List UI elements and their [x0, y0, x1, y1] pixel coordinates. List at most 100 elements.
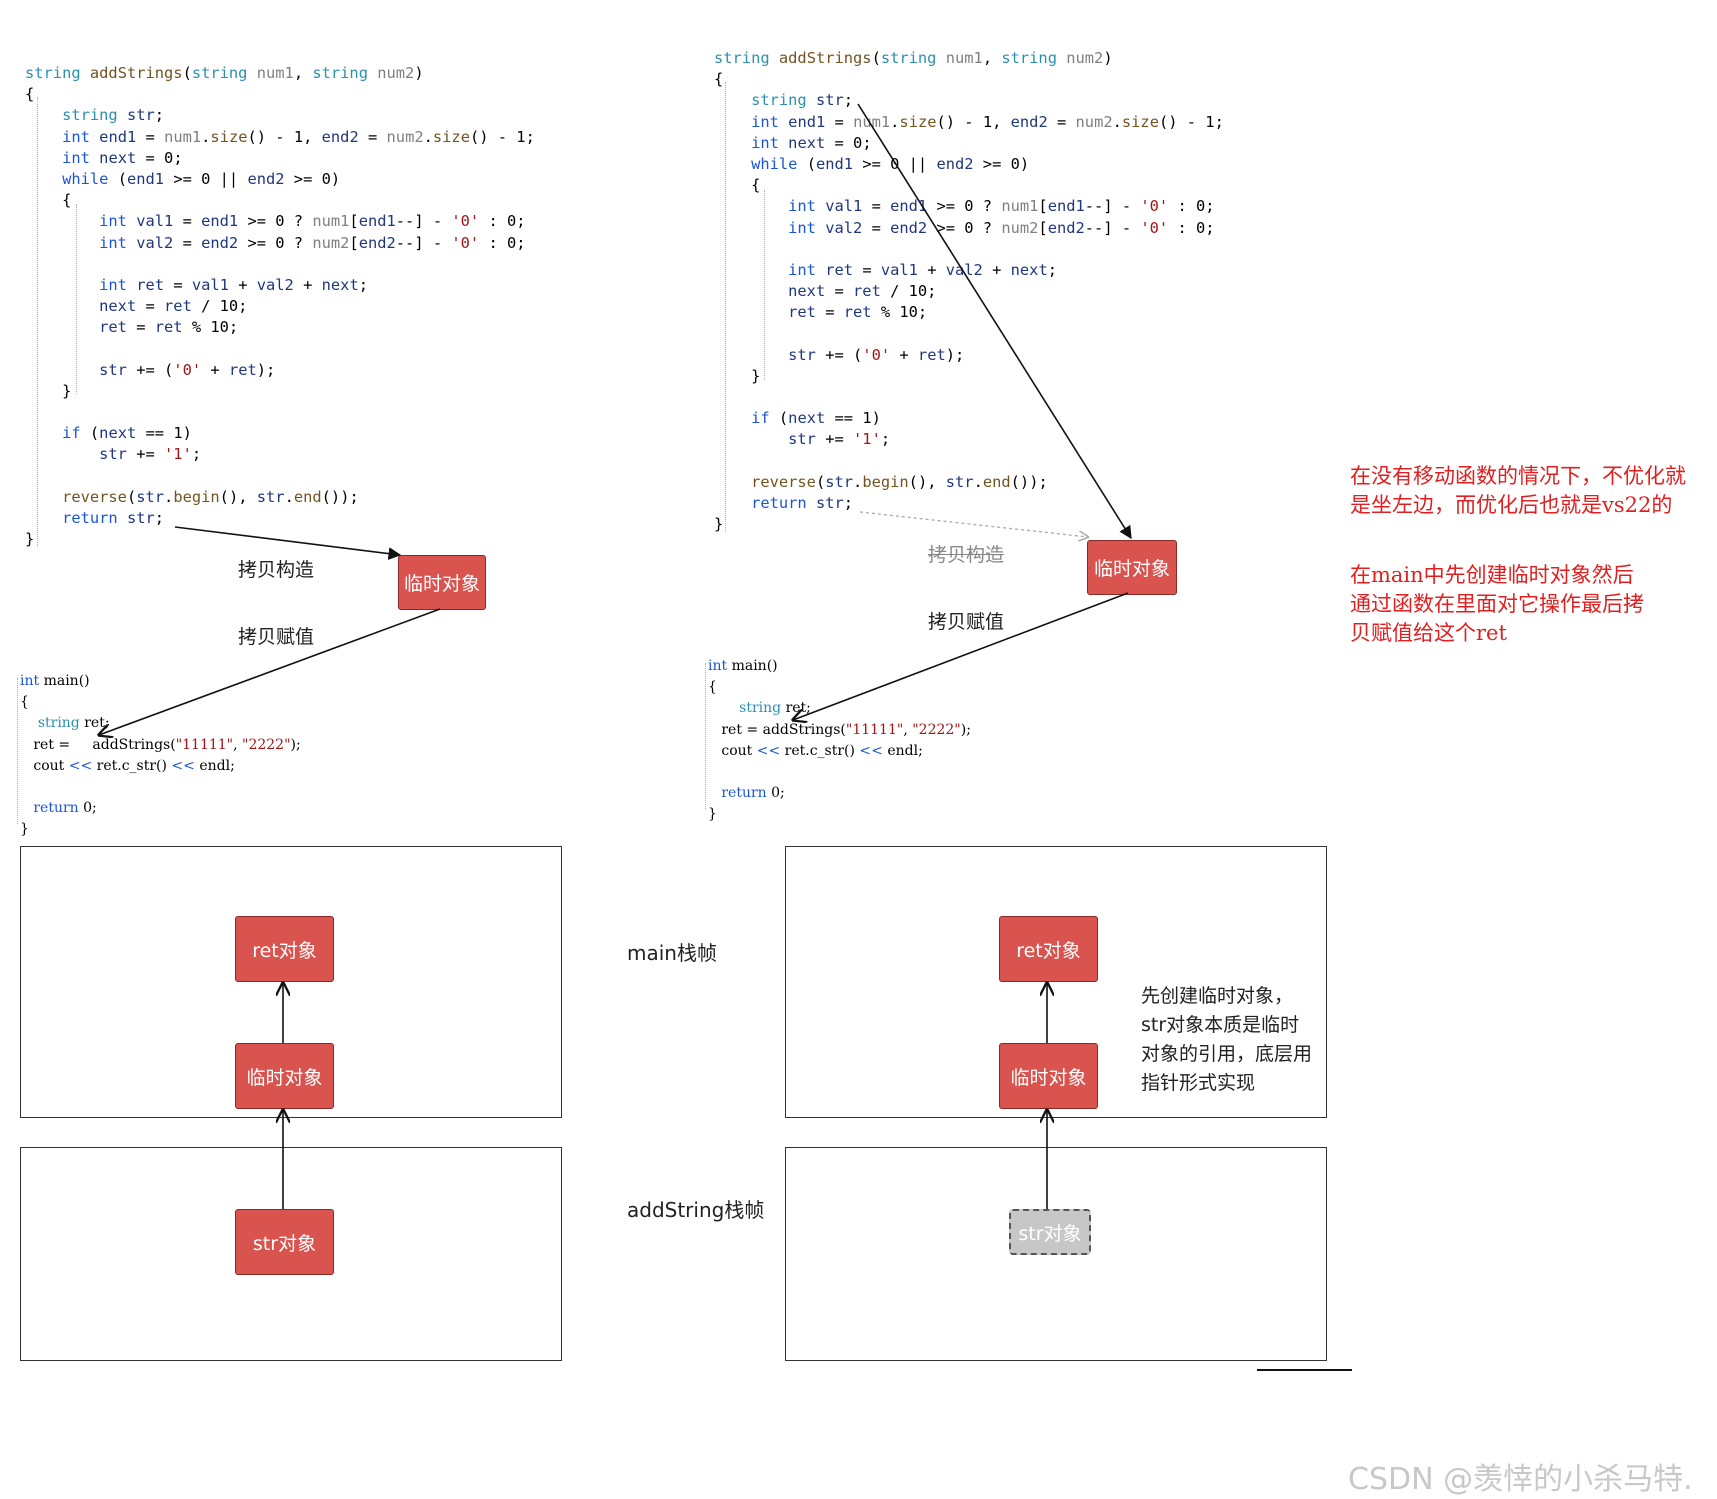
- code-token: [127, 234, 136, 252]
- code-line: reverse(str.begin(), str.end());: [25, 487, 535, 508]
- code-token: = 0;: [136, 148, 183, 167]
- code-token: () - 1;: [469, 127, 535, 146]
- code-token: }: [708, 806, 717, 823]
- code-token: ret: [843, 303, 872, 322]
- code-token: size: [432, 127, 470, 146]
- code-token: =: [853, 260, 881, 279]
- code-token: ;: [843, 91, 854, 110]
- code-line: int end1 = num1.size() - 1, end2 = num2.…: [714, 112, 1224, 133]
- code-token: ret: [917, 345, 946, 364]
- code-token: int: [62, 148, 90, 167]
- code-token: num2: [386, 127, 424, 146]
- code-token: [25, 212, 99, 230]
- code-token: [25, 149, 62, 167]
- code-token: return: [33, 800, 79, 817]
- code-line: str += '1';: [25, 444, 535, 465]
- code-line: string ret;: [20, 714, 301, 735]
- code-token: (: [80, 424, 100, 443]
- code-token: [714, 219, 788, 237]
- code-line: if (next == 1): [25, 423, 535, 444]
- code-token: ,: [903, 721, 913, 738]
- code-token: str: [825, 472, 854, 491]
- code-token: (: [871, 49, 881, 67]
- code-token: [714, 197, 788, 215]
- code-line: {: [714, 175, 1224, 196]
- code-token: =: [825, 112, 854, 131]
- code-token: [25, 170, 62, 188]
- code-token: int: [99, 275, 127, 294]
- copy-construct-label: 拷贝构造: [238, 559, 315, 581]
- code-line: return str;: [25, 508, 535, 529]
- code-token: ;: [154, 508, 165, 527]
- code-token: }: [25, 381, 72, 400]
- code-token: [118, 106, 127, 124]
- code-token: [: [1038, 218, 1048, 237]
- code-token: >= 0 ?: [927, 197, 1002, 216]
- code-token: endl;: [194, 757, 235, 774]
- code-token: .: [853, 472, 863, 491]
- stack-note: 先创建临时对象，str对象本质是临时对象的引用，底层用指针形式实现: [1141, 985, 1313, 1094]
- code-line: }: [20, 820, 301, 841]
- code-token: while: [751, 154, 798, 173]
- code-token: {: [708, 679, 717, 696]
- code-token: +: [293, 275, 322, 294]
- code-token: str: [136, 487, 165, 506]
- code-token: num1: [945, 49, 983, 67]
- code-token: next: [321, 275, 359, 294]
- code-token: .: [423, 127, 433, 146]
- code-line: [25, 254, 535, 275]
- code-token: : 0;: [1168, 218, 1215, 237]
- code-token: );: [256, 360, 276, 379]
- code-token: ;: [154, 106, 165, 125]
- code-token: [714, 473, 751, 491]
- code-token: end: [982, 472, 1011, 491]
- str-object-ghost-box: str对象: [1009, 1209, 1091, 1255]
- temp-object-box: 临时对象: [1087, 540, 1177, 595]
- code-token: size: [1121, 112, 1159, 131]
- code-token: [: [349, 212, 359, 231]
- code-token: [714, 91, 751, 109]
- code-line: int val2 = end2 >= 0 ? num2[end2--] - '0…: [714, 218, 1224, 239]
- code-token: <<: [859, 742, 883, 759]
- code-line: }: [714, 514, 1224, 535]
- code-token: '1': [164, 445, 192, 464]
- str-object-box: str对象: [235, 1209, 334, 1275]
- indent-guide: [17, 678, 18, 824]
- code-token: string: [739, 700, 782, 717]
- code-token: {: [714, 70, 724, 89]
- code-token: =: [1047, 112, 1076, 131]
- code-token: end: [293, 487, 322, 506]
- code-token: );: [960, 721, 971, 738]
- code-token: val2: [136, 233, 174, 252]
- code-token: [81, 64, 90, 82]
- code-token: % 10;: [871, 303, 928, 322]
- code-token: str: [126, 106, 155, 125]
- code-token: end1: [126, 169, 165, 188]
- ret-object-box: ret对象: [999, 916, 1098, 982]
- code-token: +: [982, 260, 1011, 279]
- code-token: ret: [788, 303, 816, 322]
- code-token: [118, 509, 127, 527]
- code-token: =: [358, 127, 387, 146]
- code-line: next = ret / 10;: [714, 281, 1224, 302]
- code-token: .: [284, 487, 294, 506]
- code-token: num2: [312, 233, 350, 252]
- code-token: += (: [126, 360, 174, 379]
- code-token: [247, 64, 256, 82]
- code-token: end1: [1047, 197, 1085, 216]
- code-token: num2: [1001, 218, 1039, 237]
- code-token: [90, 128, 99, 146]
- code-token: [20, 800, 33, 816]
- code-token: (),: [219, 487, 257, 506]
- code-token: <<: [68, 757, 93, 774]
- code-token: end2: [321, 127, 359, 146]
- code-token: ret: [853, 282, 881, 301]
- code-line: int val1 = end1 >= 0 ? num1[end1--] - '0…: [25, 211, 535, 232]
- code-token: end1: [358, 212, 396, 231]
- code-token: '0': [451, 212, 480, 231]
- code-token: end2: [890, 218, 928, 237]
- code-line: int end1 = num1.size() - 1, end2 = num2.…: [25, 127, 535, 148]
- code-token: (),: [908, 472, 946, 491]
- code-token: / 10;: [191, 297, 248, 316]
- code-token: ): [1103, 49, 1113, 67]
